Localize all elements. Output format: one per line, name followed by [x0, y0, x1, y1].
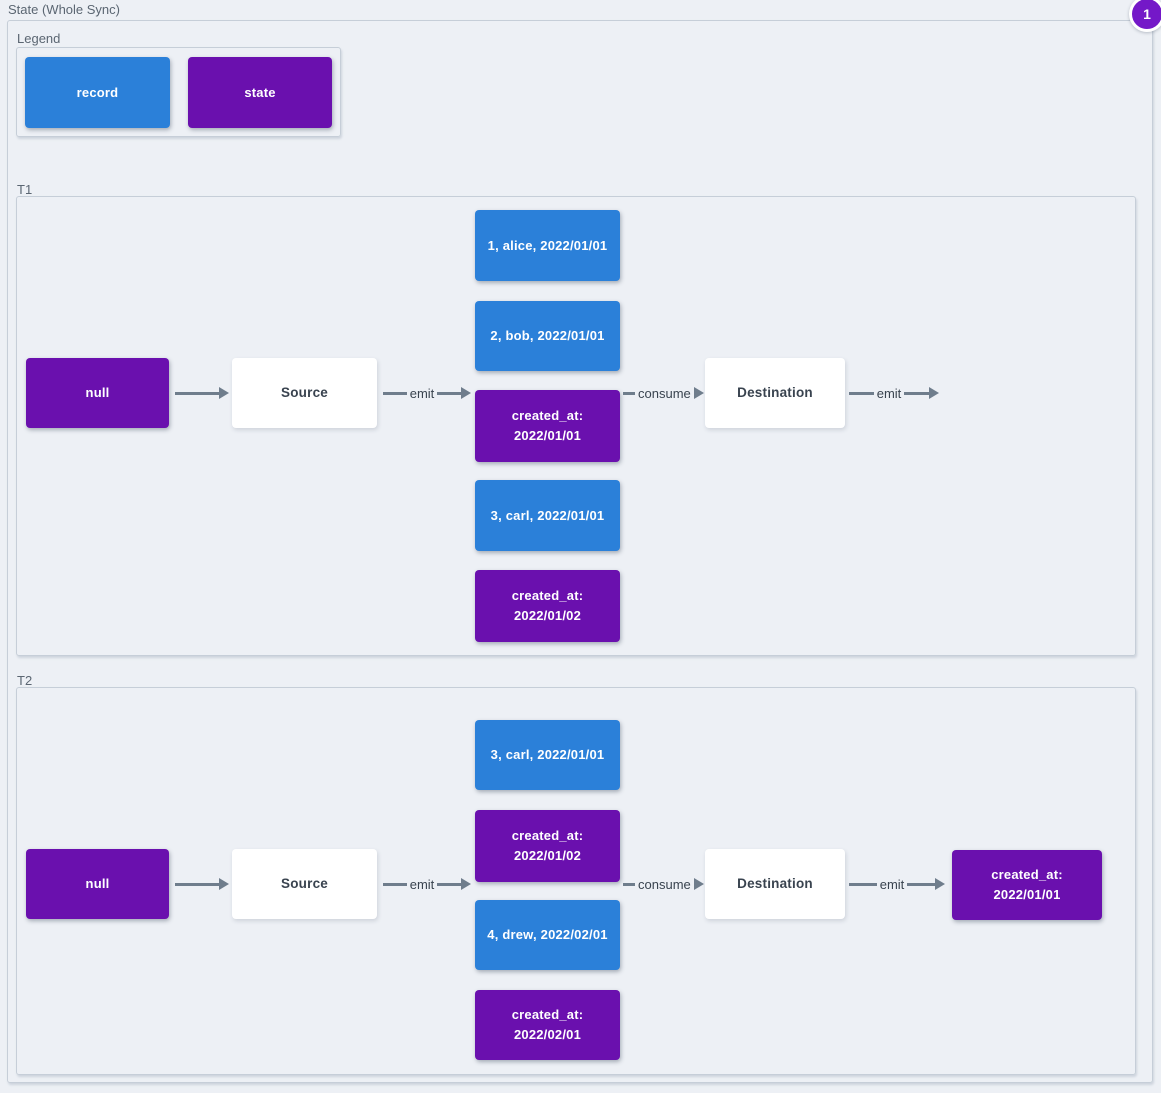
edge-label-emit: emit	[409, 385, 435, 401]
edge-line	[904, 391, 929, 395]
edge-line	[623, 882, 635, 886]
t2-record-1: 3, carl, 2022/01/01	[475, 720, 620, 790]
arrowhead-icon	[461, 878, 471, 890]
edge-label-emit: emit	[876, 385, 902, 401]
edge-label-consume: consume	[638, 385, 691, 401]
edge-line	[437, 882, 461, 886]
edge-line	[623, 391, 635, 395]
t1-destination-node: Destination	[705, 358, 845, 428]
t2-label: T2	[17, 673, 33, 688]
arrowhead-icon	[219, 878, 229, 890]
outer-container	[7, 20, 1153, 1083]
t2-emitted-state-node: created_at: 2022/01/01	[952, 850, 1102, 920]
legend-label: Legend	[17, 31, 61, 46]
annotation-badge-number: 1	[1143, 6, 1151, 22]
t2-destination-node: Destination	[705, 849, 845, 919]
t2-consume-edge: consume	[623, 874, 706, 894]
arrowhead-icon	[461, 387, 471, 399]
t2-state-2: created_at: 2022/02/01	[475, 990, 620, 1060]
edge-line	[383, 882, 407, 886]
t1-record-3: 3, carl, 2022/01/01	[475, 480, 620, 551]
arrowhead-icon	[219, 387, 229, 399]
legend-record-node: record	[25, 57, 170, 128]
arrowhead-icon	[929, 387, 939, 399]
edge-label-consume: consume	[638, 876, 691, 892]
t1-record-1: 1, alice, 2022/01/01	[475, 210, 620, 281]
t2-container	[16, 687, 1136, 1075]
t1-source-node: Source	[232, 358, 377, 428]
diagram-title: State (Whole Sync)	[8, 2, 120, 17]
t1-label: T1	[17, 182, 33, 197]
t2-null-node: null	[26, 849, 169, 919]
arrowhead-icon	[935, 878, 945, 890]
edge-line	[437, 391, 461, 395]
t2-source-node: Source	[232, 849, 377, 919]
t1-source-emit-edge: emit	[383, 383, 471, 403]
legend-state-node: state	[188, 57, 332, 128]
t2-null-to-source-arrow	[175, 874, 229, 894]
t1-state-2: created_at: 2022/01/02	[475, 570, 620, 642]
edge-label-emit: emit	[879, 876, 905, 892]
t1-destination-emit-edge: emit	[849, 383, 939, 403]
t1-null-node: null	[26, 358, 169, 428]
arrowhead-icon	[693, 878, 704, 890]
edge-line	[175, 882, 219, 886]
t1-state-1: created_at: 2022/01/01	[475, 390, 620, 462]
t2-destination-emit-edge: emit	[849, 874, 945, 894]
edge-line	[175, 391, 219, 395]
t1-consume-edge: consume	[623, 383, 706, 403]
edge-label-emit: emit	[409, 876, 435, 892]
t1-null-to-source-arrow	[175, 383, 229, 403]
t2-state-1: created_at: 2022/01/02	[475, 810, 620, 882]
t1-container	[16, 196, 1136, 656]
legend-container	[16, 47, 341, 137]
t2-source-emit-edge: emit	[383, 874, 471, 894]
t2-record-2: 4, drew, 2022/02/01	[475, 900, 620, 970]
edge-line	[383, 391, 407, 395]
edge-line	[849, 882, 877, 886]
arrowhead-icon	[693, 387, 704, 399]
annotation-badge[interactable]: 1	[1129, 0, 1161, 32]
edge-line	[907, 882, 935, 886]
edge-line	[849, 391, 874, 395]
t1-record-2: 2, bob, 2022/01/01	[475, 301, 620, 371]
